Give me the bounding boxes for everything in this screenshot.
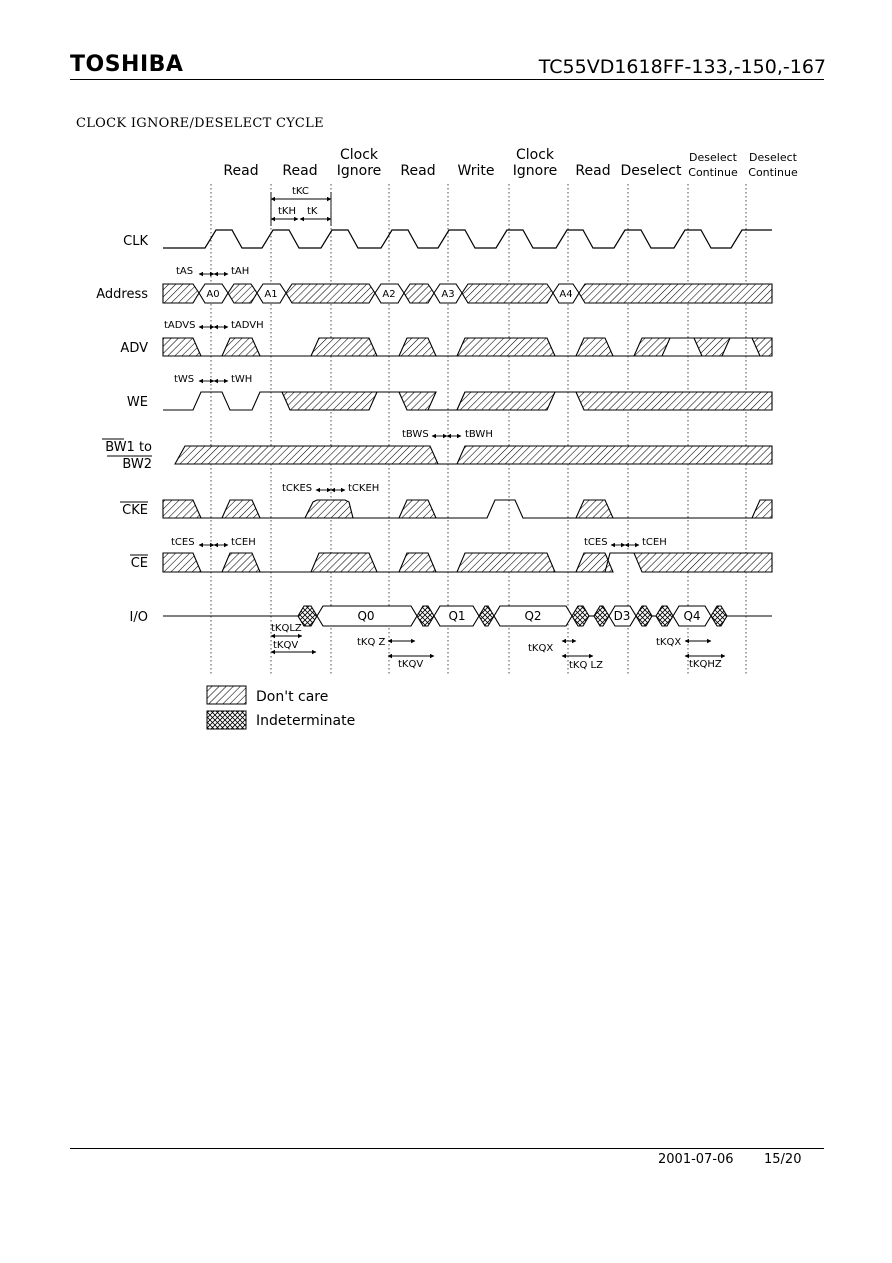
label-tkqhz: tKQHZ: [689, 659, 722, 670]
label-tah: tAH: [231, 266, 249, 277]
cke-waveform: [162, 499, 773, 519]
bw-waveform: [174, 445, 773, 465]
cycle-label-2-line2: Read: [282, 163, 317, 179]
label-tkqz: tKQ Z: [357, 637, 386, 648]
io-q4: Q4: [683, 609, 700, 623]
cycle-label-10-line2: Continue: [748, 166, 798, 179]
label-tces-2: tCES: [584, 537, 608, 548]
timing-arrows: [198, 192, 726, 659]
legend-indeterminate-label: Indeterminate: [256, 713, 355, 729]
label-tbwh: tBWH: [465, 429, 493, 440]
label-tkqx: tKQX: [528, 643, 553, 654]
address-a4: A4: [559, 289, 572, 300]
io-q0: Q0: [357, 609, 374, 623]
signal-bw-line2: BW2: [122, 457, 152, 472]
signal-clk: CLK: [123, 234, 148, 249]
adv-waveform: [162, 337, 773, 357]
signal-adv: ADV: [120, 341, 148, 356]
label-tkqlz-2: tKQ LZ: [569, 660, 603, 671]
footer-date: 2001-07-06: [658, 1152, 734, 1167]
io-d3: D3: [614, 609, 631, 623]
legend-indeterminate-swatch: [206, 710, 247, 730]
label-tkqlz: tKQLZ: [271, 623, 302, 634]
section-title: CLOCK IGNORE/DESELECT CYCLE: [76, 116, 324, 131]
label-twh: tWH: [231, 374, 252, 385]
cycle-label-5-line2: Write: [458, 163, 495, 179]
footer-rule: [70, 1148, 824, 1149]
clk-waveform: [163, 229, 772, 249]
cycle-label-10-line1: Deselect: [749, 151, 798, 164]
label-tkqx-2: tKQX: [656, 637, 681, 648]
cycle-label-4-line2: Read: [400, 163, 435, 179]
label-tckes: tCKES: [282, 483, 312, 494]
label-tkqv: tKQV: [273, 640, 298, 651]
address-a2: A2: [382, 289, 395, 300]
cycle-label-7-line2: Read: [575, 163, 610, 179]
io-q2: Q2: [524, 609, 541, 623]
cycle-label-3-line2: Ignore: [337, 163, 382, 179]
io-waveform: [163, 605, 772, 627]
cycle-label-9-line1: Deselect: [689, 151, 738, 164]
address-bus: [162, 283, 773, 304]
io-q1: Q1: [448, 609, 465, 623]
address-a1: A1: [264, 289, 277, 300]
cycle-label-8-line2: Deselect: [621, 163, 683, 179]
label-tceh-2: tCEH: [642, 537, 667, 548]
signal-cke: CKE: [122, 503, 148, 518]
footer-page: 15/20: [764, 1152, 802, 1167]
address-a0: A0: [206, 289, 219, 300]
we-waveform: [163, 391, 773, 411]
label-tkqv-2: tKQV: [398, 659, 423, 670]
signal-bw-line1: BW1 to: [105, 440, 152, 455]
legend-dont-care-label: Don't care: [256, 689, 328, 705]
signal-ce: CE: [131, 556, 148, 571]
cycle-label-6-line1: Clock: [516, 147, 555, 163]
signal-we: WE: [127, 395, 148, 410]
part-number: TC55VD1618FF-133,-150,-167: [538, 56, 826, 78]
signal-io: I/O: [130, 610, 148, 625]
cycle-label-1-line2: Read: [223, 163, 258, 179]
header-rule: [70, 79, 824, 80]
cycle-label-9-line2: Continue: [688, 166, 738, 179]
address-a3: A3: [441, 289, 454, 300]
label-tws: tWS: [174, 374, 194, 385]
label-tces: tCES: [171, 537, 195, 548]
label-tadvs: tADVS: [164, 320, 195, 331]
ce-waveform: [162, 552, 773, 573]
label-tkc: tKC: [292, 186, 309, 197]
cycle-label-3-line1: Clock: [340, 147, 379, 163]
label-tas: tAS: [176, 266, 193, 277]
signal-address: Address: [96, 287, 148, 302]
brand-logo: TOSHIBA: [70, 52, 184, 77]
label-tckeh: tCKEH: [348, 483, 379, 494]
label-tbws: tBWS: [402, 429, 429, 440]
label-tkl: tK: [307, 206, 318, 217]
label-tkh: tKH: [278, 206, 296, 217]
cycle-label-6-line2: Ignore: [513, 163, 558, 179]
label-tceh: tCEH: [231, 537, 256, 548]
label-tadvh: tADVH: [231, 320, 264, 331]
legend-dont-care-swatch: [206, 685, 247, 705]
